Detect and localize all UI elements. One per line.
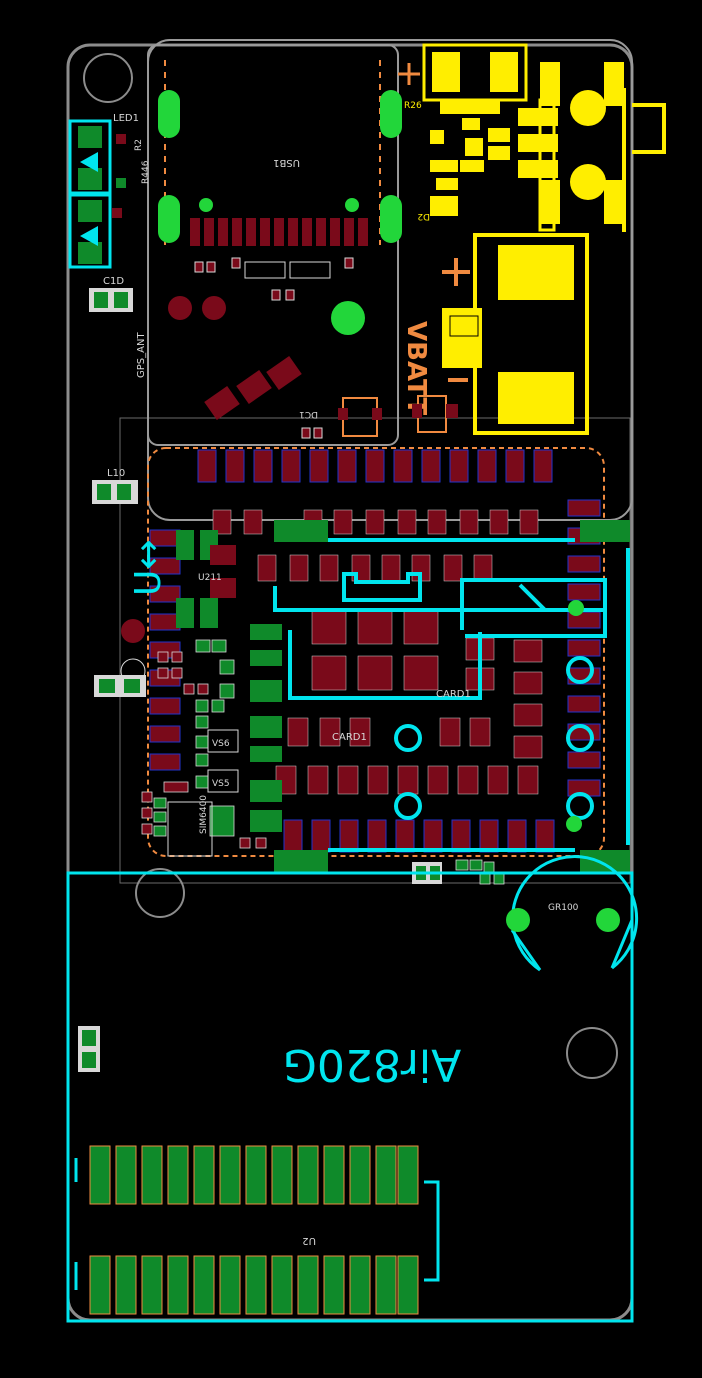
r26-label: R26	[404, 101, 422, 111]
gps-module: CARD1 CARD1	[147, 447, 630, 872]
r2-label: R2	[134, 139, 144, 151]
u2-label: U2	[302, 1235, 316, 1246]
dc1-diode	[204, 355, 458, 439]
usb-connector: USB1	[147, 39, 633, 521]
l1-inductor: L1	[442, 233, 589, 435]
mounting-hole-bottom-right	[566, 1027, 618, 1079]
c1d-capacitor	[89, 288, 133, 312]
vbatt-label: VBATT	[401, 321, 431, 415]
r446-label: R446	[141, 160, 151, 184]
card1-label-b: CARD1	[332, 732, 367, 743]
d2-label: D2	[417, 211, 430, 221]
sim-label: SIM6400	[199, 795, 209, 834]
power-switch	[430, 62, 666, 232]
led-block	[68, 119, 126, 269]
u211-label: U211	[198, 573, 222, 583]
vs5-label: VS5	[212, 779, 230, 789]
antenna-symbol: U↔	[128, 539, 169, 596]
gr100-buzzer: GR100	[506, 855, 639, 972]
l10-label: L10	[107, 468, 125, 479]
j1-connector: J1	[398, 43, 528, 102]
gps-ant-label: GPS_ANT	[136, 332, 147, 378]
mounting-hole-top-left	[83, 53, 133, 103]
led1-label: LED1	[113, 113, 139, 124]
c1d-label: C1D	[103, 276, 124, 287]
l10-inductor	[92, 480, 138, 504]
mounting-hole-mid-left	[135, 868, 185, 918]
svg-text:L1: L1	[525, 334, 535, 345]
vs6-label: VS6	[212, 739, 230, 749]
air820g-label: Air820G	[283, 1039, 462, 1090]
usb-label: USB1	[273, 157, 300, 168]
svg-text:GR100: GR100	[548, 903, 579, 913]
air820g-module: Air820G U2	[66, 871, 634, 1323]
dc1-label: DC1	[299, 409, 318, 419]
left-passives	[94, 545, 267, 857]
svg-text:J1: J1	[461, 71, 471, 80]
card1-label-a: CARD1	[436, 689, 471, 700]
